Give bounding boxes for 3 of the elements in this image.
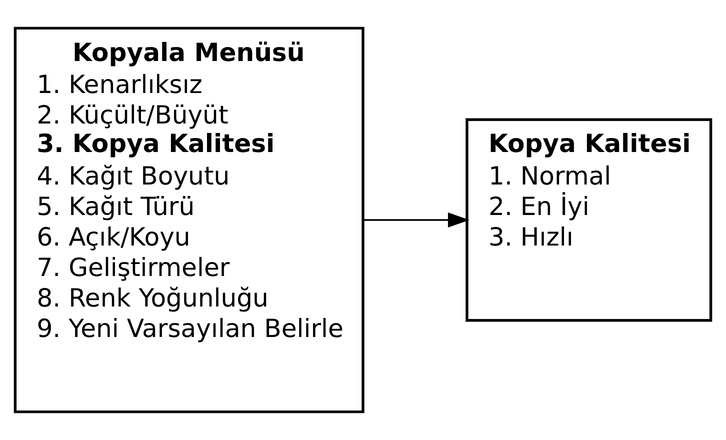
- node-box: Kopyala Menüsü 1. Kenarlıksız 2. Küçült/Büyüt 3. Kopya Kalitesi 4. Kağıt Boyutu 5. Kağıt Türü 6. Açık/Koyu 7. Geliştirmeler 8. Renk Yoğunluğu 9. Yeni Varsayılan Belirle: [14, 26, 364, 414]
- arrow: [364, 212, 470, 228]
- node-box: Kopya Kalitesi 1. Normal 2. En İyi 3. Hızlı: [466, 118, 712, 322]
